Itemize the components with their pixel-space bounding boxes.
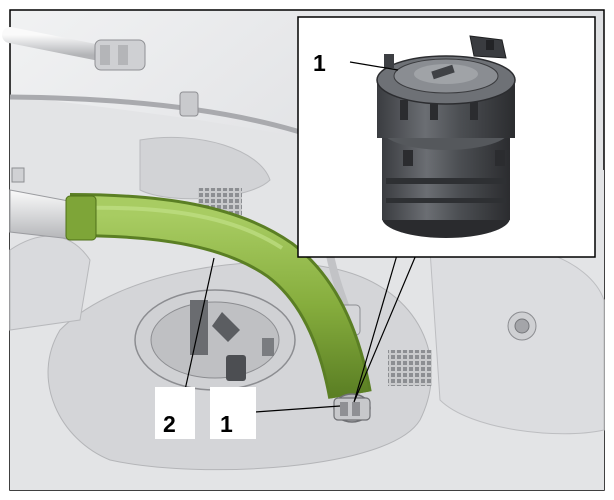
inset-detail-view [297,16,596,403]
leader-line-connector [254,405,341,413]
callout-label-1-inset: 1 [313,50,326,76]
callout-inset: 1 [305,44,337,78]
callout-pipe: 2 [155,387,195,439]
hose-connector [333,393,371,423]
ribbed-pad [388,350,432,386]
brake-line [9,91,301,135]
green-filler-hose [65,193,372,400]
mounting-bolt [507,311,537,341]
callout-label-2: 2 [163,411,176,437]
fuel-pump-flange [134,289,296,391]
callout-label-1-connector: 1 [220,411,233,437]
upper-fuel-line [2,27,146,71]
leader-line-pipe [184,257,215,391]
valve-component [376,35,516,238]
callout-connector: 1 [210,387,256,439]
leader-line-inset [349,61,399,71]
